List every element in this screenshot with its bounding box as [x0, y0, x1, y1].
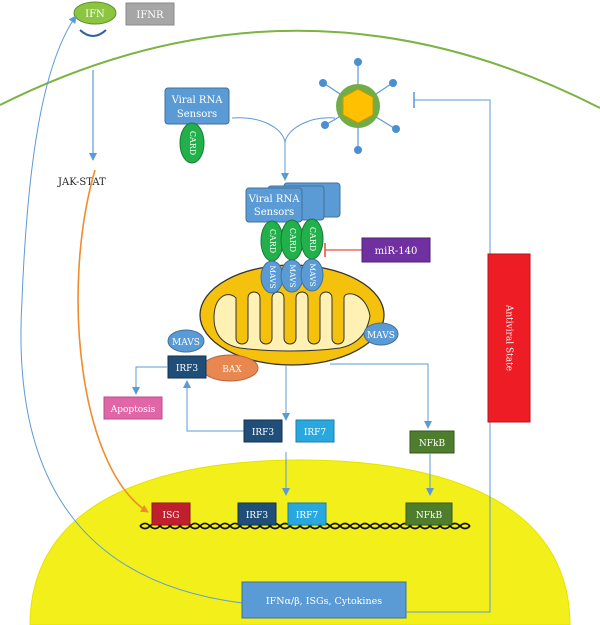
viral-rna-sensor-inactive-label: Viral RNA	[171, 95, 224, 106]
ifn-receptor-arc	[79, 29, 107, 37]
nfkb-cytoplasm-label: NFkB	[419, 439, 446, 449]
irf3-cytoplasm-label: IRF3	[252, 428, 275, 438]
mir140-box	[361, 237, 431, 263]
mavs-active-3	[300, 258, 324, 292]
irf3-to-bax-arrow	[183, 380, 244, 432]
output-label: IFNα/β, ISGs, Cytokines	[266, 596, 382, 607]
jakstat-to-isg-arrow	[77, 169, 149, 513]
irf3-nuclear-label: IRF3	[246, 511, 269, 521]
irf3-cytoplasm-box	[243, 419, 283, 443]
mavs-right-label: MAVS	[367, 331, 395, 341]
irf7-nuclear-box	[287, 502, 327, 526]
irf3-nuclear-box	[237, 502, 277, 526]
card-label-3: CARD	[308, 227, 317, 251]
mavs-active-label-3: MAVS	[308, 263, 317, 286]
irf7-cytoplasm-label: IRF7	[304, 428, 327, 438]
cell-membrane	[0, 29, 600, 109]
ifn-ligand	[73, 1, 117, 25]
virus-particle	[319, 58, 400, 154]
antiviral-state-label: Antiviral State	[504, 304, 514, 371]
isg-box	[151, 502, 191, 526]
viral-rna-sensor-inactive	[164, 87, 230, 125]
card-label-1: CARD	[268, 229, 277, 253]
card-inactive-label: CARD	[188, 131, 197, 155]
mavs-active-label-2: MAVS	[288, 264, 297, 287]
irf3-bax-label: IRF3	[176, 364, 199, 374]
card-domain-inactive	[179, 122, 205, 164]
card-label-2: CARD	[288, 228, 297, 252]
mavs-left-label: MAVS	[172, 338, 200, 348]
viral-rna-sensor-active-label: Viral RNA	[248, 194, 301, 205]
bax-label: BAX	[222, 365, 242, 375]
ifnr-box	[125, 2, 175, 26]
irf7-cytoplasm-box	[295, 419, 335, 443]
isg-label: ISG	[163, 511, 180, 521]
output-box	[241, 581, 407, 619]
apoptosis-label: Apoptosis	[110, 405, 156, 415]
nfkb-nuclear-box	[405, 502, 453, 526]
antiviral-state-box	[487, 253, 531, 423]
nfkb-nuclear-label: NFkB	[416, 511, 443, 521]
apoptosis-box	[103, 396, 163, 420]
mitochondrion-cristae	[213, 291, 371, 352]
mir140-label: miR-140	[375, 246, 418, 257]
viral-rna-sensor-inactive-label-2: Sensors	[177, 109, 217, 120]
mavs-left	[167, 329, 205, 353]
ifnr-label: IFNR	[136, 10, 164, 21]
irf7-nuclear-label: IRF7	[296, 511, 319, 521]
jak-stat-label: JAK-STAT	[57, 177, 106, 188]
virus-to-sensor-arrow	[231, 117, 336, 143]
ifn-label: IFN	[85, 9, 105, 20]
nfkb-cytoplasm-box	[409, 430, 455, 454]
mavs-active-label-1: MAVS	[268, 265, 277, 288]
viral-rna-sensor-active-label-2: Sensors	[254, 207, 294, 218]
mito-to-nfkb-arrow	[330, 363, 432, 429]
nucleus	[29, 459, 571, 625]
mavs-right	[363, 322, 399, 346]
output-to-ifn-feedback-arrow	[20, 15, 243, 604]
irf3-to-apoptosis-arrow	[132, 366, 168, 395]
